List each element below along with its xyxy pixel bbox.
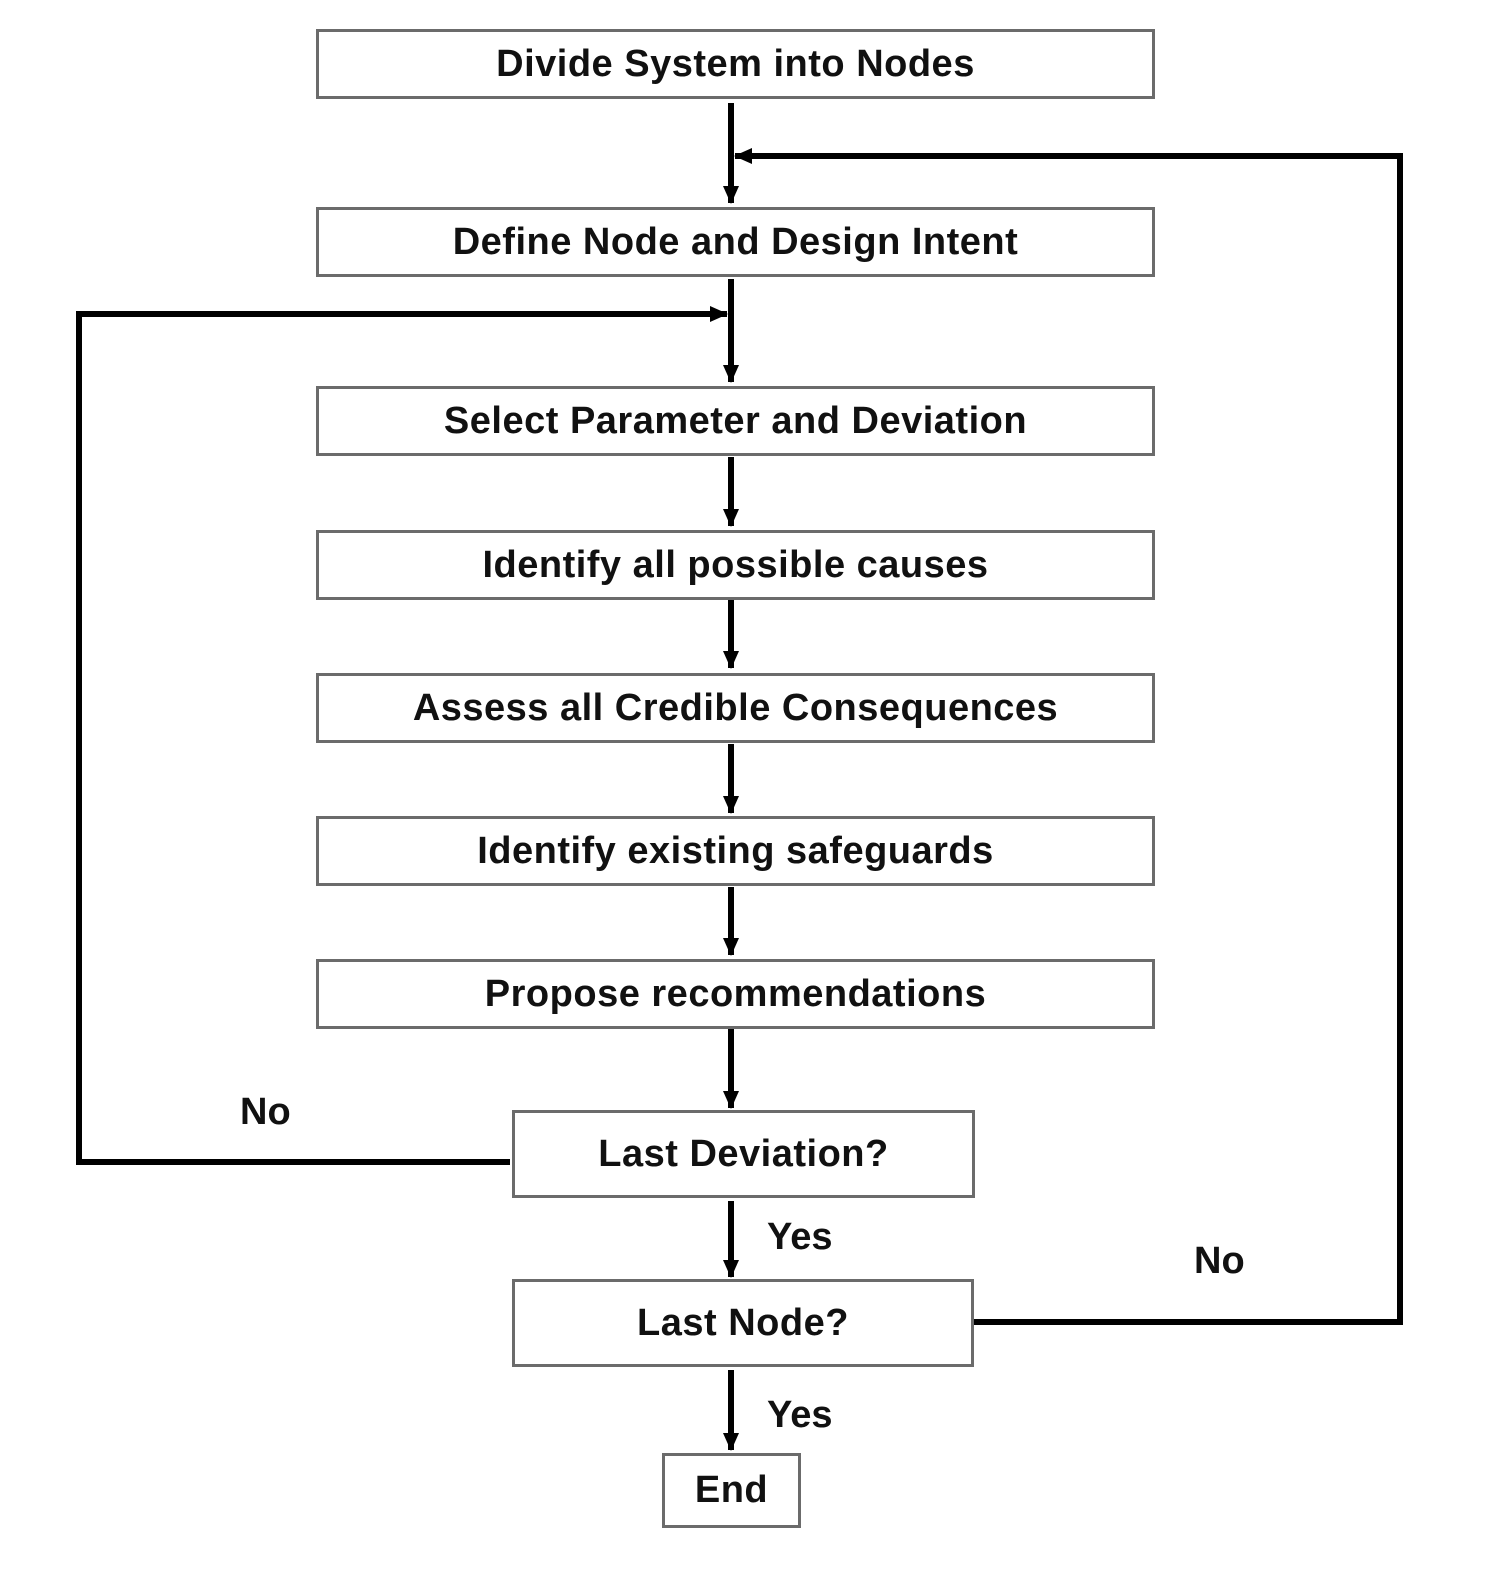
step-define-node: Define Node and Design Intent — [316, 207, 1155, 277]
decision-last-deviation: Last Deviation? — [512, 1110, 975, 1198]
step-divide-system: Divide System into Nodes — [316, 29, 1155, 99]
step-select-parameter: Select Parameter and Deviation — [316, 386, 1155, 456]
step-identify-safeguards: Identify existing safeguards — [316, 816, 1155, 886]
step-identify-causes: Identify all possible causes — [316, 530, 1155, 600]
label-node-no: No — [1194, 1240, 1245, 1282]
label-deviation-yes: Yes — [767, 1216, 833, 1258]
label-deviation-no: No — [240, 1091, 291, 1133]
label-node-yes: Yes — [767, 1394, 833, 1436]
step-propose-recommendations: Propose recommendations — [316, 959, 1155, 1029]
decision-last-node: Last Node? — [512, 1279, 974, 1367]
terminal-end: End — [662, 1453, 801, 1528]
step-assess-consequences: Assess all Credible Consequences — [316, 673, 1155, 743]
loop-deviation-no — [76, 306, 728, 1165]
loop-node-no — [734, 148, 1403, 1325]
